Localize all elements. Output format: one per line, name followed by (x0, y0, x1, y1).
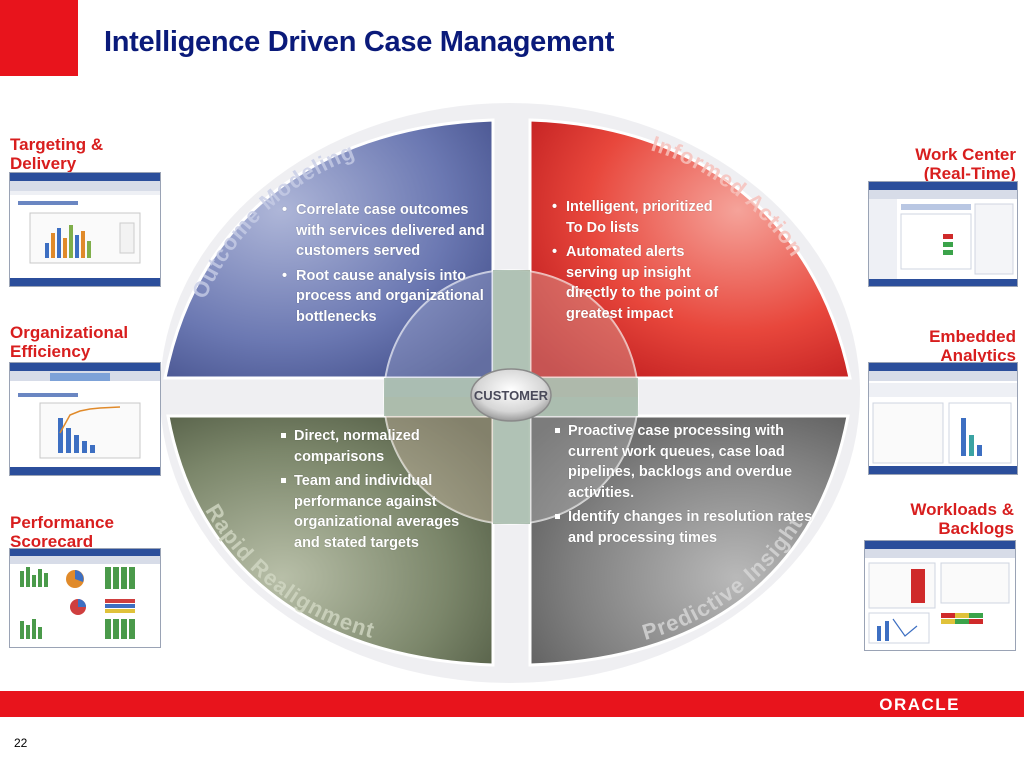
screenshot-performance-scorecard (9, 548, 161, 648)
page-title: Intelligence Driven Case Management (104, 26, 615, 58)
bullet-item: Identify changes in resolution rates and… (552, 507, 814, 548)
brand-red-square (0, 0, 78, 76)
screenshot-embedded-analytics (868, 362, 1018, 475)
bullet-item: Team and individual performance against … (278, 471, 478, 553)
label-embedded-analytics: Embedded Analytics (929, 327, 1016, 365)
bullet-item: Proactive case processing with current w… (552, 421, 814, 503)
quadrant-rapid-realignment (166, 414, 495, 667)
screenshot-workloads-backlogs (864, 540, 1016, 651)
bullet-item: Direct, normalized comparisons (278, 426, 478, 467)
label-workloads-backlogs: Workloads & Backlogs (910, 500, 1014, 538)
informed-action-bullets: Intelligent, prioritized To Do lists Aut… (550, 197, 725, 328)
footer-bar: ORACLE (0, 691, 1024, 717)
page-number: 22 (14, 736, 28, 750)
bullet-item: Automated alerts serving up insight dire… (550, 242, 725, 324)
rapid-realignment-bullets: Direct, normalized comparisons Team and … (278, 426, 478, 557)
label-targeting-delivery: Targeting & Delivery (10, 135, 104, 173)
center-customer-label: CUSTOMER (474, 388, 549, 403)
label-performance-scorecard: Performance Scorecard (10, 513, 114, 551)
predictive-insight-bullets: Proactive case processing with current w… (552, 421, 814, 552)
screenshot-work-center (868, 181, 1018, 287)
bullet-item: Correlate case outcomes with services de… (280, 200, 490, 262)
oracle-logo: ORACLE (879, 695, 960, 714)
screenshot-organizational-efficiency (9, 362, 161, 476)
bullet-item: Intelligent, prioritized To Do lists (550, 197, 725, 238)
label-work-center: Work Center (Real-Time) (915, 145, 1016, 183)
screenshot-targeting-delivery (9, 172, 161, 287)
bullet-item: Root cause analysis into process and org… (280, 266, 490, 328)
outcome-modeling-bullets: Correlate case outcomes with services de… (280, 200, 490, 331)
label-organizational-efficiency: Organizational Efficiency (10, 323, 129, 361)
